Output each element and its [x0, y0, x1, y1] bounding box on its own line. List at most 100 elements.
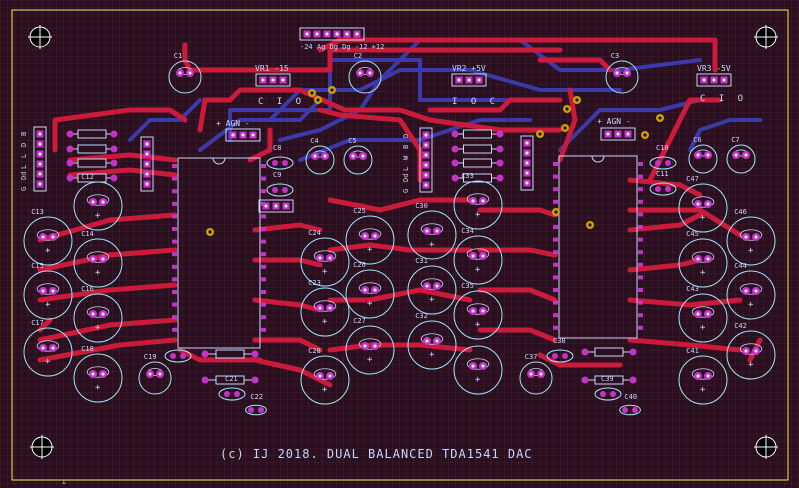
mounting-hole-icon — [754, 25, 778, 49]
io-label: G — [402, 189, 410, 193]
signal-header-left — [140, 136, 154, 192]
capacitor: C9 — [266, 171, 294, 197]
capacitor-label: C41 — [686, 347, 699, 355]
capacitor: + — [453, 345, 503, 395]
tda1541-ic — [553, 155, 643, 339]
capacitor-label: C28 — [308, 347, 321, 355]
io-label: B — [20, 132, 28, 136]
capacitor: C37 — [519, 353, 553, 395]
regulator-pins-label: I O C — [452, 97, 499, 107]
regulator-vr1 — [255, 73, 291, 87]
capacitor-label: C21 — [225, 375, 238, 383]
io-header-mid — [419, 127, 433, 193]
capacitor-label: C32 — [415, 312, 428, 320]
regulator-label: VR1 -15 — [255, 64, 289, 73]
via — [563, 105, 571, 113]
capacitor: C38 — [546, 337, 574, 363]
capacitor: C1 — [168, 52, 202, 94]
capacitor: +C43 — [678, 285, 728, 343]
capacitor-label: C3 — [611, 52, 619, 60]
capacitor: + C30 — [407, 202, 457, 260]
io-label: D — [402, 134, 410, 138]
capacitor: C3 — [605, 52, 639, 94]
capacitor-label: C18 — [81, 345, 94, 353]
via — [314, 96, 322, 104]
capacitor-label: C23 — [308, 279, 321, 287]
svg-text:+: + — [95, 383, 101, 393]
capacitor-label: C10 — [656, 144, 669, 152]
capacitor: +C13 — [23, 208, 73, 266]
capacitor-label: C31 — [415, 257, 428, 265]
capacitor-label: C34 — [461, 227, 474, 235]
capacitor: +C16 — [73, 285, 123, 343]
resistor — [451, 173, 504, 183]
capacitor-label: C38 — [553, 337, 566, 345]
resistor — [201, 375, 259, 385]
capacitor: +C12 — [73, 173, 123, 231]
jumper-header — [258, 199, 294, 213]
regulator-pins-label: C I O — [258, 97, 305, 107]
io-label: B — [402, 145, 410, 149]
capacitor-label: C25 — [353, 207, 366, 215]
svg-text:+: + — [95, 268, 101, 278]
svg-text:+: + — [429, 240, 435, 250]
agnd-label: + AGN - — [216, 119, 250, 128]
svg-text:+: + — [367, 355, 373, 365]
capacitor-label: C24 — [308, 229, 321, 237]
regulator-vr3 — [696, 73, 732, 87]
capacitor-label: C1 — [174, 52, 182, 60]
agnd-header-left — [225, 128, 261, 142]
via — [641, 131, 649, 139]
io-label: G — [20, 187, 28, 191]
capacitor: +C14 — [73, 230, 123, 288]
capacitor-label: C4 — [310, 137, 318, 145]
capacitor-label: C17 — [31, 319, 44, 327]
io-label: D — [20, 143, 28, 147]
svg-text:+: + — [45, 246, 51, 256]
svg-text:+: + — [700, 213, 706, 223]
capacitor-label: C9 — [273, 171, 281, 179]
capacitor: C4 — [305, 137, 335, 175]
via — [561, 124, 569, 132]
via — [573, 96, 581, 104]
signal-header-right — [520, 135, 534, 191]
svg-text:+: + — [367, 299, 373, 309]
capacitor: +C33 — [453, 172, 503, 230]
io-label: L — [20, 165, 28, 169]
resistor — [451, 158, 504, 168]
capacitor: +C27 — [345, 317, 395, 375]
svg-text:+: + — [45, 300, 51, 310]
agnd-header-right — [600, 127, 636, 141]
svg-text:+: + — [322, 385, 328, 395]
svg-text:+: + — [367, 245, 373, 255]
capacitor: +C42 — [726, 322, 776, 380]
svg-text:+: + — [475, 265, 481, 275]
capacitor-label: C40 — [624, 393, 637, 401]
capacitor: + C25 — [345, 207, 395, 265]
io-label: Dd — [20, 172, 28, 180]
capacitor: C5 — [343, 137, 373, 175]
capacitor: +C32 — [407, 312, 457, 370]
regulator-pins-label: C I O — [700, 94, 747, 104]
power-header-label: -24 Ag Dg Dg -12 +12 — [300, 43, 384, 51]
capacitor: C8 — [266, 144, 294, 170]
capacitor-label: C30 — [415, 202, 428, 210]
mounting-hole-icon — [28, 25, 52, 49]
capacitor-label: C47 — [686, 175, 699, 183]
capacitor-label: C15 — [31, 262, 44, 270]
resistor — [451, 144, 504, 154]
via — [206, 228, 214, 236]
capacitor-label: C22 — [250, 393, 263, 401]
svg-text:+: + — [700, 268, 706, 278]
capacitor: C39 — [594, 375, 622, 401]
resistor — [581, 375, 637, 385]
io-label: Dd — [402, 174, 410, 182]
capacitor: +C45 — [678, 230, 728, 288]
via — [586, 221, 594, 229]
capacitor-label: C16 — [81, 285, 94, 293]
resistors — [66, 129, 637, 385]
